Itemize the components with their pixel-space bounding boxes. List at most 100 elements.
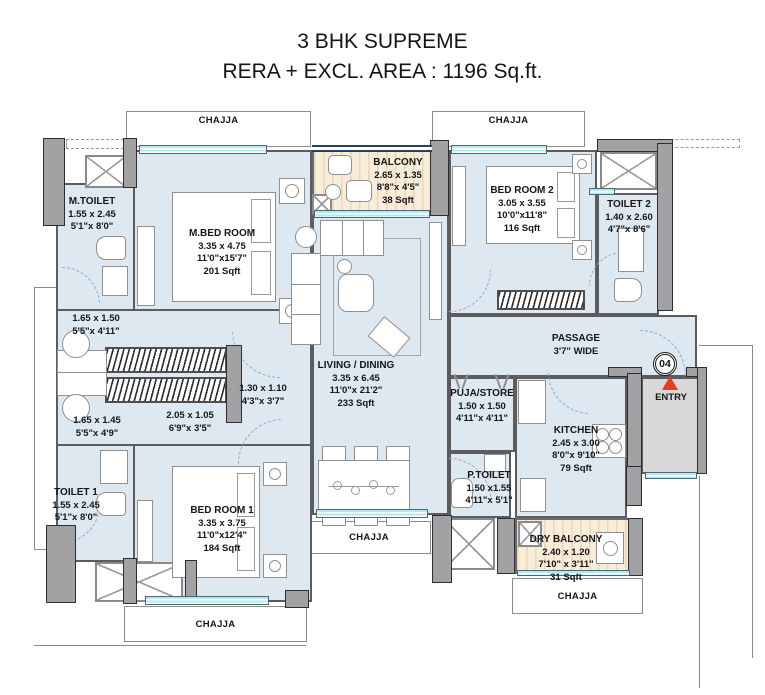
wall-segment (628, 518, 643, 576)
sofa-divider (292, 284, 320, 286)
stove (592, 424, 626, 458)
wc-m-toilet (96, 236, 126, 260)
nightstand-circle-icon (269, 560, 281, 572)
washing-machine (596, 532, 624, 564)
wc-toilet2 (614, 278, 642, 302)
door-arc-entry (640, 330, 686, 376)
room-label-bed-room-2: BED ROOM 2 3.05 x 3.55 10'0"x11'8" 116 S… (490, 185, 554, 234)
wc-toilet1 (96, 492, 126, 516)
dining-decor-icon (386, 486, 395, 495)
lobby-dim-label-3: 1.30 x 1.10 4'3"x 3'7" (239, 383, 287, 407)
door-arc-toilet2 (589, 252, 623, 286)
wall-segment (46, 525, 76, 603)
room-label-balcony: BALCONY 2.65 x 1.35 8'8"x 4'5" 38 Sqft (373, 157, 423, 206)
chajja-box-top-right: CHAJJA (432, 111, 585, 147)
door-arc-m-toilet (62, 267, 100, 305)
balcony-chair (328, 155, 352, 175)
wardrobe-hatch (105, 347, 227, 373)
entry-lobby-floor (641, 377, 699, 474)
chajja-box-bottom-middle: CHAJJA (307, 521, 431, 554)
pillow (557, 172, 575, 202)
flat-number-badge: 04 (653, 352, 677, 376)
lobby-dim-label-1: 1.65 x 1.50 5'5"x 4'11" (72, 313, 120, 337)
room-label-kitchen: KITCHEN 2.45 x 3.00 8'0"x 9'10" 79 Sqft (552, 425, 600, 474)
room-label-dry-balcony: DRY BALCONY 2.40 x 1.20 7'10" x 3'11" 31… (529, 534, 603, 583)
washbasin-circle (62, 394, 90, 422)
room-label-m-bed-room: M.BED ROOM 3.35 x 4.75 11'0"x15'7" 201 S… (188, 228, 256, 277)
washer-xbox-dry-balcony (518, 521, 542, 547)
kitchen-counter (520, 478, 546, 512)
center-table (338, 274, 374, 312)
wardrobe (137, 500, 153, 562)
nightstand-circle-icon (577, 159, 587, 169)
wall-segment (608, 367, 642, 377)
wall-segment (497, 518, 515, 574)
nightstand-circle-icon (269, 468, 281, 480)
wardrobe-hatch (497, 290, 585, 310)
washbasin-circle (62, 330, 90, 358)
site-boundary-line (34, 287, 35, 550)
washbasin-m-toilet (102, 266, 128, 296)
chajja-box-bottom-right: CHAJJA (512, 578, 643, 614)
site-boundary-line (752, 345, 753, 658)
plan-title: 3 BHK SUPREME (297, 30, 468, 53)
lobby-dim-label-2: 2.05 x 1.05 6'9"x 3'5" (166, 410, 214, 434)
site-boundary-line (699, 476, 700, 688)
window (145, 596, 269, 605)
plan-subtitle: RERA + EXCL. AREA : 1196 Sq.ft. (222, 60, 543, 83)
wall-segment (285, 590, 309, 608)
wc-p-toilet (451, 478, 473, 508)
lift-xbox-bottom-left (95, 562, 183, 602)
nightstand (572, 154, 592, 174)
window (645, 472, 697, 479)
sofa-divider (292, 314, 320, 316)
side-table (295, 226, 317, 248)
nightstand (263, 462, 287, 486)
site-boundary-line (34, 549, 56, 550)
room-label-p-toilet: P.TOILET 1.50 x1.55 4'11"x 5'1" (465, 470, 513, 506)
wall-segment (627, 373, 642, 468)
sofa-divider (342, 221, 344, 255)
wardrobe-hatch (105, 377, 227, 403)
bed-master (172, 192, 276, 302)
room-label-toilet-2: TOILET 2 1.40 x 2.60 4'7"x 8'6" (605, 199, 653, 235)
wall-segment (43, 138, 65, 226)
window (314, 210, 430, 218)
wall-segment (123, 138, 137, 188)
burner-icon (609, 441, 622, 454)
chajja-box-top-left: CHAJJA (126, 111, 311, 147)
window (589, 188, 615, 195)
dining-decor-line (329, 486, 399, 488)
bed-bedroom1 (172, 466, 260, 578)
shelf-p-toilet (484, 454, 506, 472)
wardrobe (137, 226, 155, 306)
room-label-passage: PASSAGE 3'7" WIDE (551, 333, 601, 357)
door-arc-bedroom2 (449, 270, 491, 312)
nightstand (572, 240, 592, 260)
site-boundary-line (699, 345, 753, 346)
lift-xbox-top-right (600, 152, 657, 190)
chajja-label: CHAJJA (195, 618, 236, 630)
chajja-box-bottom-left: CHAJJA (124, 606, 307, 642)
door-arc-toilet1 (62, 505, 100, 543)
nightstand (279, 178, 305, 204)
chajja-dashed-top-left (66, 139, 124, 149)
wall-segment (123, 558, 137, 604)
cabinet (452, 166, 466, 246)
stool (337, 259, 352, 274)
burner-icon (609, 428, 622, 441)
chajja-label: CHAJJA (557, 590, 598, 602)
nightstand-circle-icon (577, 245, 587, 255)
chajja-label: CHAJJA (198, 115, 239, 126)
kitchen-counter (518, 380, 546, 424)
dining-decor-icon (369, 480, 378, 489)
room-label-puja-store: PUJA/STORE 1.50 x 1.50 4'11"x 4'11" (450, 388, 514, 424)
nightstand-circle-icon (285, 184, 299, 198)
window (517, 570, 630, 576)
washbasin-toilet2 (618, 228, 644, 272)
chajja-label: CHAJJA (349, 532, 389, 543)
door-arc-kitchen (548, 372, 590, 414)
site-boundary-line (34, 287, 56, 288)
burner-icon (596, 441, 609, 454)
pillow (237, 527, 255, 571)
